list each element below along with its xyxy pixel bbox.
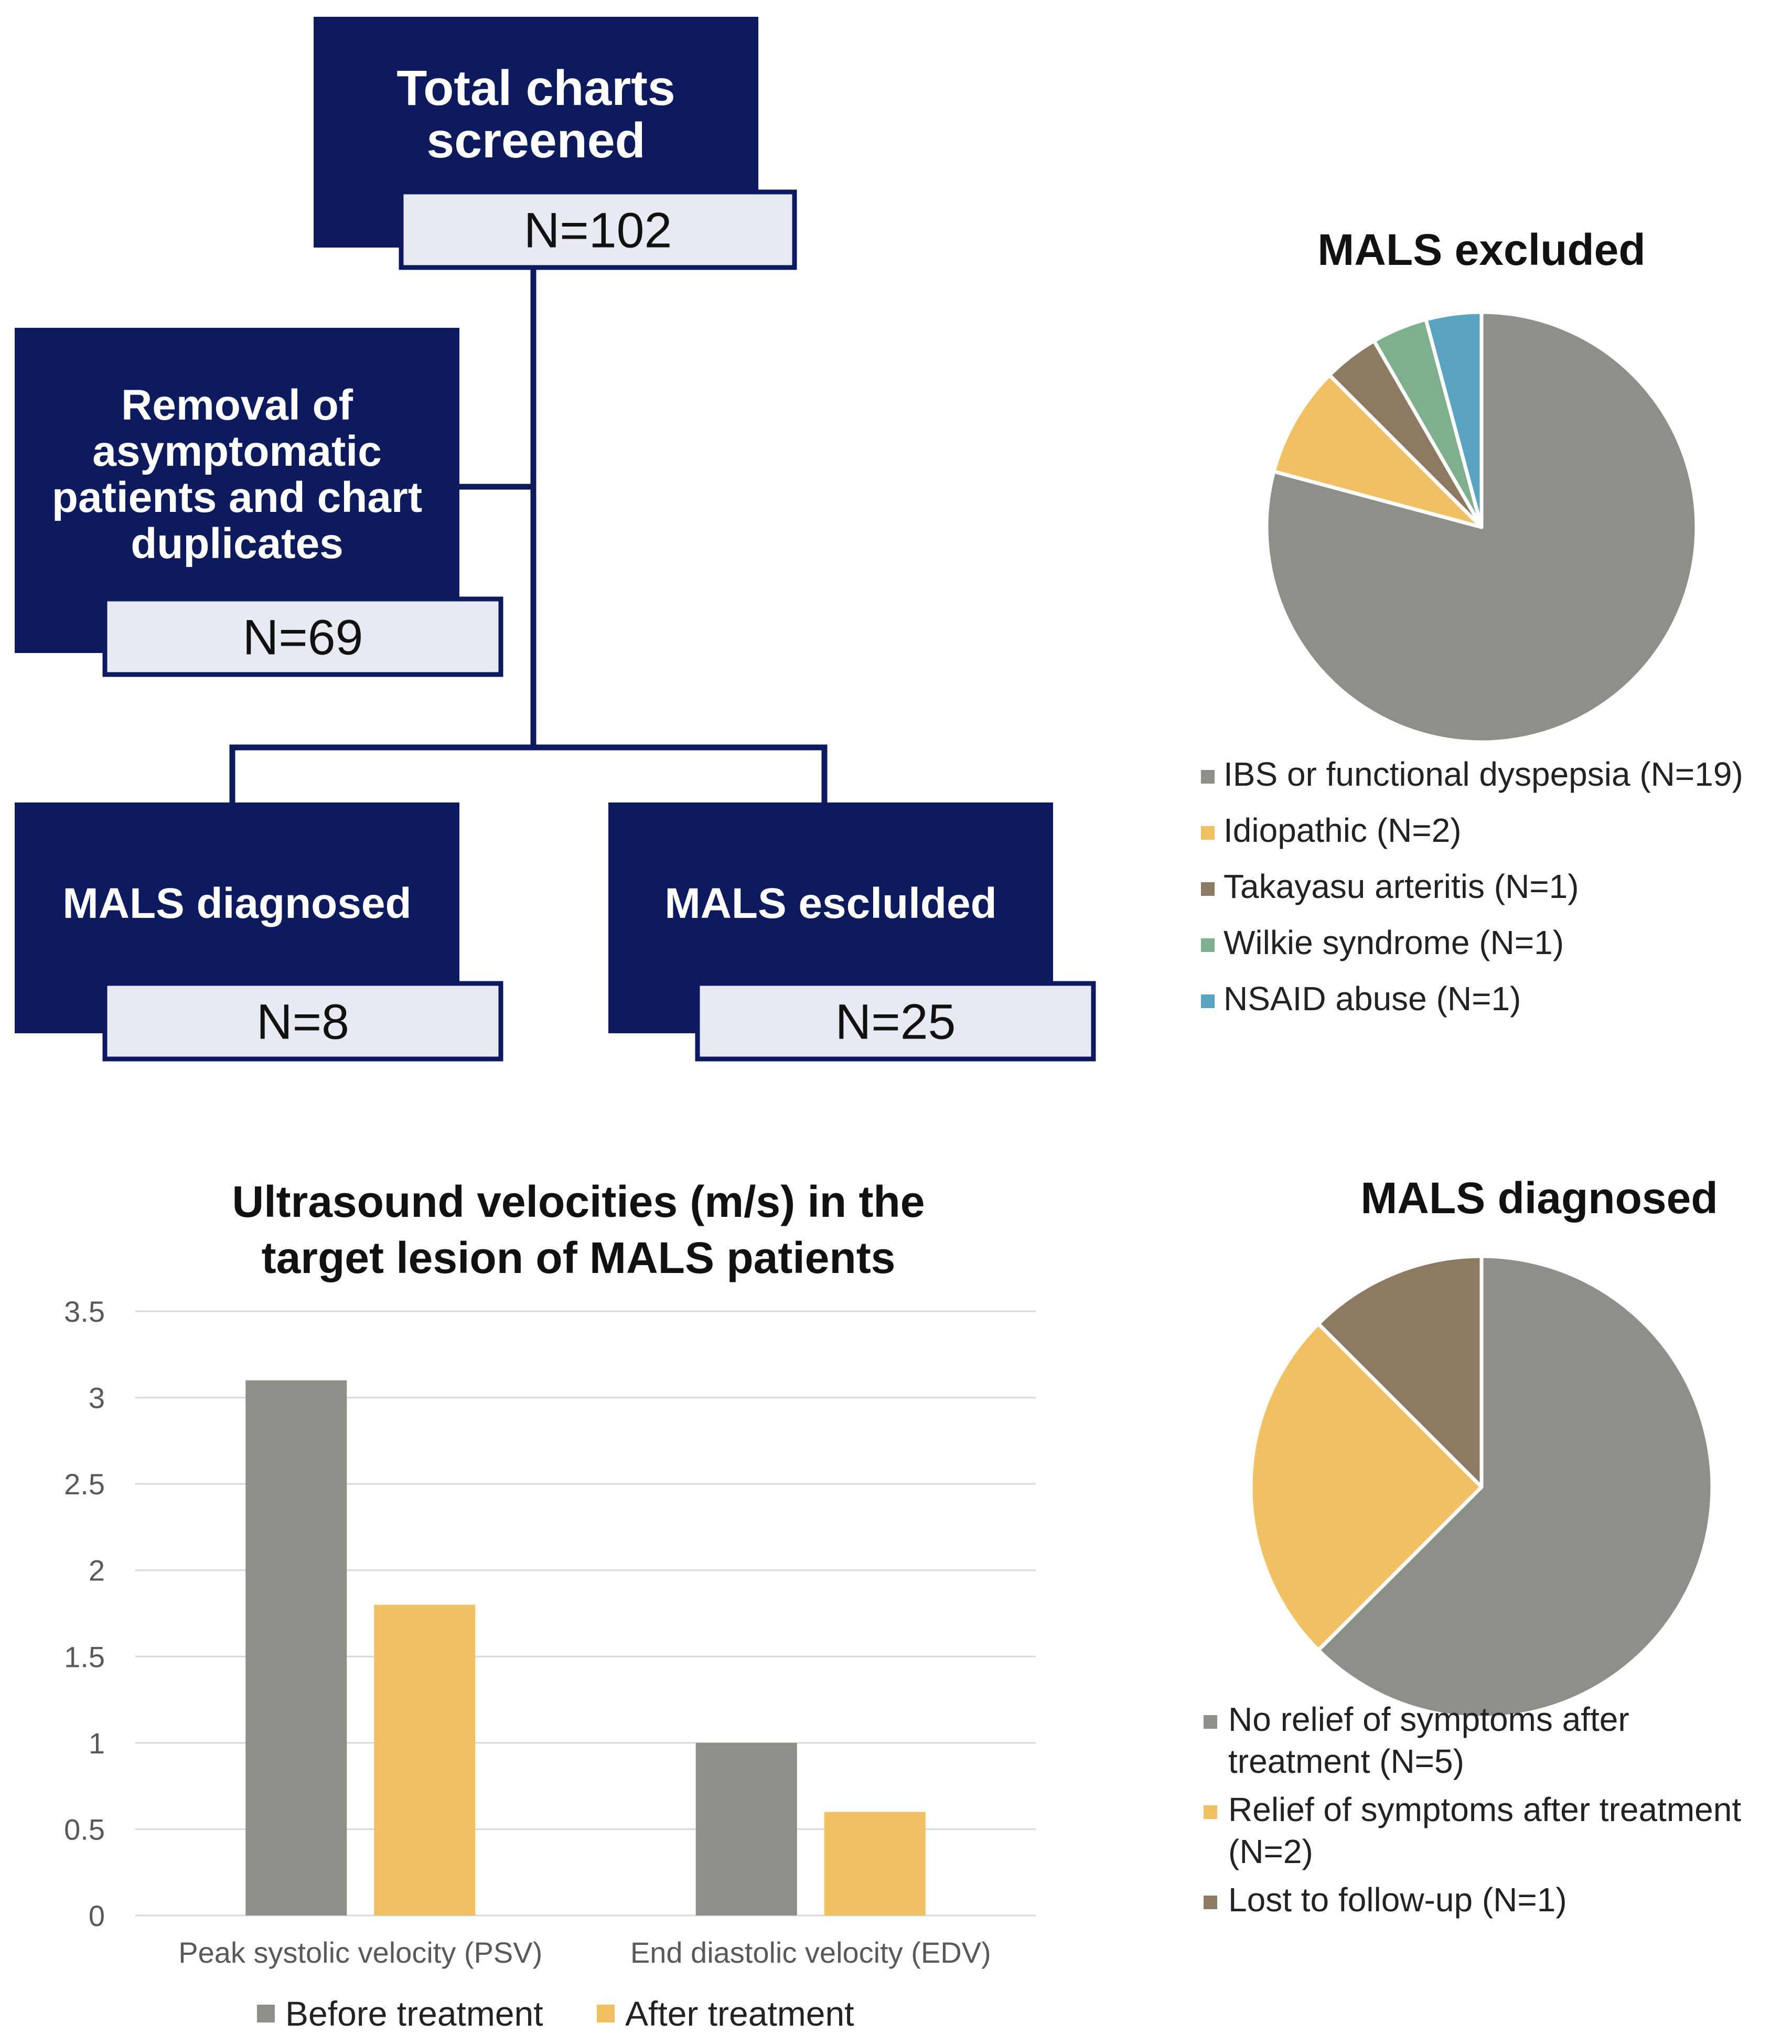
flow-box-removal-count: N=69	[243, 609, 363, 665]
pie-excluded-slice-4	[1424, 310, 1484, 529]
connector-split	[229, 744, 828, 805]
pie-diagnosed-slice-2	[1316, 1254, 1484, 1489]
pie-diagnosed-legend-swatch-0	[1204, 1715, 1217, 1729]
bar-y-tick-1: 0.5	[64, 1813, 105, 1846]
flow-box-total-count-box	[399, 189, 797, 270]
bar-chart-ultrasound-velocities: Ultrasound velocities (m/s) in the target…	[64, 1177, 1036, 2033]
flow-box-excluded-count: N=25	[835, 994, 956, 1050]
flow-box-removal-count-box	[102, 596, 503, 677]
flow-box-removal-title: asymptomatic	[92, 427, 381, 475]
flow-box-excluded-title: MALS esclulded	[664, 880, 996, 927]
bar-y-tick-4: 2	[89, 1554, 105, 1587]
pie-excluded-slice-1	[1272, 373, 1484, 529]
pie-excluded-legend-swatch-3	[1201, 938, 1215, 952]
pie-excluded-legend-swatch-0	[1201, 770, 1215, 784]
pie-excluded-legend-swatch-2	[1201, 882, 1215, 896]
pie-diagnosed-title: MALS diagnosed	[1360, 1173, 1718, 1223]
pie-diagnosed-legend-label-0: treatment (N=5)	[1228, 1742, 1464, 1780]
pie-chart-mals-diagnosed: MALS diagnosed No relief of symptoms afte…	[1204, 1173, 1741, 1919]
pie-excluded-legend-label-0: IBS or functional dyspepsia (N=19)	[1224, 755, 1743, 793]
bar-chart-title: Ultrasound velocities (m/s) in the	[232, 1177, 925, 1226]
bar-0-1	[374, 1604, 476, 1915]
bar-y-tick-2: 1	[89, 1727, 105, 1760]
bar-1-1	[824, 1812, 926, 1915]
bar-y-tick-7: 3.5	[64, 1295, 105, 1328]
pie-excluded-legend-swatch-1	[1201, 826, 1215, 840]
bar-legend-label-1: After treatment	[625, 1994, 854, 2033]
pie-diagnosed-legend-label-0: No relief of symptoms after	[1228, 1700, 1629, 1738]
bar-legend-label-0: Before treatment	[285, 1994, 543, 2033]
flow-box-removal-title: Removal of	[121, 381, 353, 429]
bar-chart-title: target lesion of MALS patients	[262, 1233, 896, 1282]
bar-y-tick-3: 1.5	[64, 1640, 105, 1673]
pie-excluded-legend-swatch-4	[1201, 994, 1215, 1008]
bar-1-0	[695, 1742, 797, 1915]
bar-y-tick-6: 3	[89, 1382, 105, 1415]
flow-box-diagnosed-title: MALS diagnosed	[62, 880, 411, 927]
flow-box-total-count: N=102	[524, 202, 672, 258]
pie-diagnosed-legend-swatch-2	[1204, 1896, 1217, 1909]
bar-y-tick-5: 2.5	[64, 1468, 105, 1501]
flow-box-diagnosed-count-box	[102, 981, 503, 1062]
pie-diagnosed-legend-label-2: Lost to follow-up (N=1)	[1228, 1881, 1567, 1919]
pie-diagnosed-legend-swatch-1	[1204, 1805, 1217, 1819]
bar-y-tick-0: 0	[89, 1899, 105, 1932]
bar-legend-swatch-0	[257, 2005, 275, 2022]
bar-legend-swatch-1	[597, 2005, 615, 2022]
bar-x-tick-0: Peak systolic velocity (PSV)	[178, 1936, 542, 1969]
pie-excluded-legend-label-1: Idiopathic (N=2)	[1224, 811, 1462, 849]
bar-0-0	[245, 1380, 347, 1915]
pie-excluded-legend-label-2: Takayasu arteritis (N=1)	[1224, 868, 1579, 905]
flow-box-excluded-count-box	[695, 981, 1096, 1062]
pie-excluded-title: MALS excluded	[1317, 225, 1645, 274]
flow-box-removal-title: duplicates	[131, 520, 344, 568]
flow-box-total-title: screened	[426, 113, 645, 168]
bar-x-tick-1: End diastolic velocity (EDV)	[630, 1936, 991, 1969]
pie-diagnosed-legend-label-1: Relief of symptoms after treatment	[1228, 1791, 1741, 1828]
flow-box-total-title: Total charts	[396, 60, 675, 116]
pie-diagnosed-slice-0	[1316, 1254, 1714, 1720]
flow-box-diagnosed-count: N=8	[256, 994, 349, 1050]
flow-box-removal-title: patients and chart	[52, 474, 422, 521]
pie-excluded-legend-label-3: Wilkie syndrome (N=1)	[1224, 924, 1564, 961]
pie-excluded-legend-label-4: NSAID abuse (N=1)	[1224, 980, 1521, 1018]
pie-diagnosed-slice-1	[1249, 1322, 1484, 1652]
pie-diagnosed-legend-label-1: (N=2)	[1228, 1833, 1313, 1870]
